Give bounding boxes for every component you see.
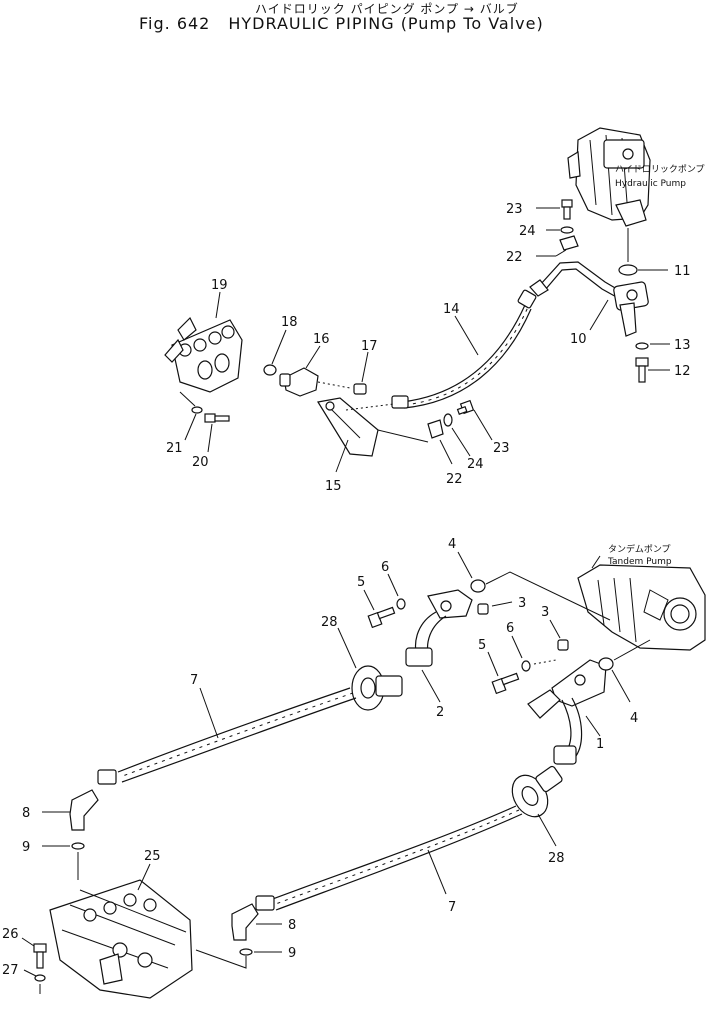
washer-6-lower — [521, 660, 531, 672]
callout-2: 2 — [436, 705, 444, 720]
callout-4: 4 — [448, 537, 456, 552]
pipe-2 — [405, 589, 473, 667]
callout-5: 5 — [357, 575, 365, 590]
o-ring-18 — [263, 364, 277, 376]
pipe-1 — [527, 659, 607, 765]
callout-1: 1 — [596, 737, 604, 752]
pipe-10 — [529, 261, 649, 337]
callout-28: 28 — [548, 851, 565, 866]
callout-8: 8 — [288, 918, 296, 933]
hydraulic-pump-jp-label: ハイドロリックポンプ — [615, 164, 705, 175]
callout-11: 11 — [674, 264, 691, 279]
callout-3: 3 — [518, 596, 526, 611]
callout-26: 26 — [2, 927, 19, 942]
o-ring-9-upper — [71, 842, 85, 850]
control-valve-25 — [49, 879, 193, 999]
callout-3: 3 — [541, 605, 549, 620]
callout-27: 27 — [2, 963, 19, 978]
flange-28-lower — [511, 765, 563, 818]
callout-12: 12 — [674, 364, 691, 379]
tandem-pump-en-label: Tandem Pump — [607, 557, 672, 567]
figure-header: ハイドロリック パイピング ポンプ → バルブ Fig. 642 HYDRAULI… — [0, 0, 707, 40]
figure-title: Fig. 642 HYDRAULIC PIPING (Pump To Valve) — [139, 14, 562, 33]
callout-7: 7 — [448, 900, 456, 915]
o-ring-11 — [618, 264, 638, 276]
callout-4: 4 — [630, 711, 638, 726]
bolt-12 — [635, 357, 649, 383]
elbow-8-lower — [231, 903, 259, 941]
washer-27 — [34, 974, 46, 982]
callout-8: 8 — [22, 806, 30, 821]
callout-22: 22 — [446, 472, 463, 487]
callout-13: 13 — [674, 338, 691, 353]
washer-6-upper — [396, 598, 406, 610]
callout-6: 6 — [381, 560, 389, 575]
hose-14 — [391, 289, 537, 409]
bolt-5-lower — [491, 672, 520, 695]
callout-24: 24 — [467, 457, 484, 472]
figure-caption: HYDRAULIC PIPING (Pump To Valve) — [228, 14, 544, 33]
o-ring-4-upper — [470, 579, 486, 593]
callout-20: 20 — [192, 455, 209, 470]
leader-tandem-upper — [485, 571, 611, 621]
callout-21: 21 — [166, 441, 183, 456]
bolt-26 — [33, 943, 47, 969]
bolt-23-upper — [561, 199, 573, 220]
callout-10: 10 — [570, 332, 587, 347]
callout-19: 19 — [211, 278, 228, 293]
washer-24-upper — [560, 226, 574, 234]
japanese-title: ハイドロリック パイピング ポンプ → バルブ — [255, 2, 519, 16]
hose-7-upper — [97, 687, 357, 785]
o-ring-9-lower — [239, 948, 253, 956]
callout-9: 9 — [22, 840, 30, 855]
clip-22-upper — [559, 235, 579, 251]
callout-24: 24 — [519, 224, 536, 239]
hydraulic-pump-en-label: Hydraulic Pump — [615, 179, 686, 189]
callout-16: 16 — [313, 332, 330, 347]
callout-23: 23 — [493, 441, 510, 456]
elbow-8-upper — [69, 789, 99, 831]
callout-14: 14 — [443, 302, 460, 317]
callout-7: 7 — [190, 673, 198, 688]
valve-block-19 — [164, 316, 243, 393]
callout-5: 5 — [478, 638, 486, 653]
callout-28: 28 — [321, 615, 338, 630]
adapter-16 — [279, 367, 319, 397]
callout-18: 18 — [281, 315, 298, 330]
tandem-pump-jp-label: タンデムポンプ — [608, 543, 671, 555]
leader-valve-lower — [195, 949, 247, 969]
figure-number: Fig. 642 — [139, 14, 211, 33]
bolt-23-lower — [456, 399, 475, 415]
washer-21 — [191, 406, 203, 414]
callout-22: 22 — [506, 250, 523, 265]
o-ring-4-lower — [598, 657, 614, 671]
flange-28-upper — [351, 665, 403, 711]
washer-24-lower — [443, 413, 453, 427]
callout-23: 23 — [506, 202, 523, 217]
callout-9: 9 — [288, 946, 296, 961]
hydraulic-pump — [567, 127, 651, 227]
plug-3-upper — [477, 603, 489, 615]
bolt-5-upper — [367, 606, 396, 629]
plug-3-lower — [557, 639, 569, 651]
clip-22-lower — [427, 419, 444, 439]
callout-6: 6 — [506, 621, 514, 636]
tandem-pump — [577, 564, 706, 651]
plug-17 — [353, 383, 367, 395]
hose-7-lower — [255, 805, 523, 911]
callout-15: 15 — [325, 479, 342, 494]
washer-13 — [635, 342, 649, 350]
callout-17: 17 — [361, 339, 378, 354]
bolt-20 — [204, 413, 230, 423]
bracket-15 — [317, 397, 379, 457]
callout-25: 25 — [144, 849, 161, 864]
